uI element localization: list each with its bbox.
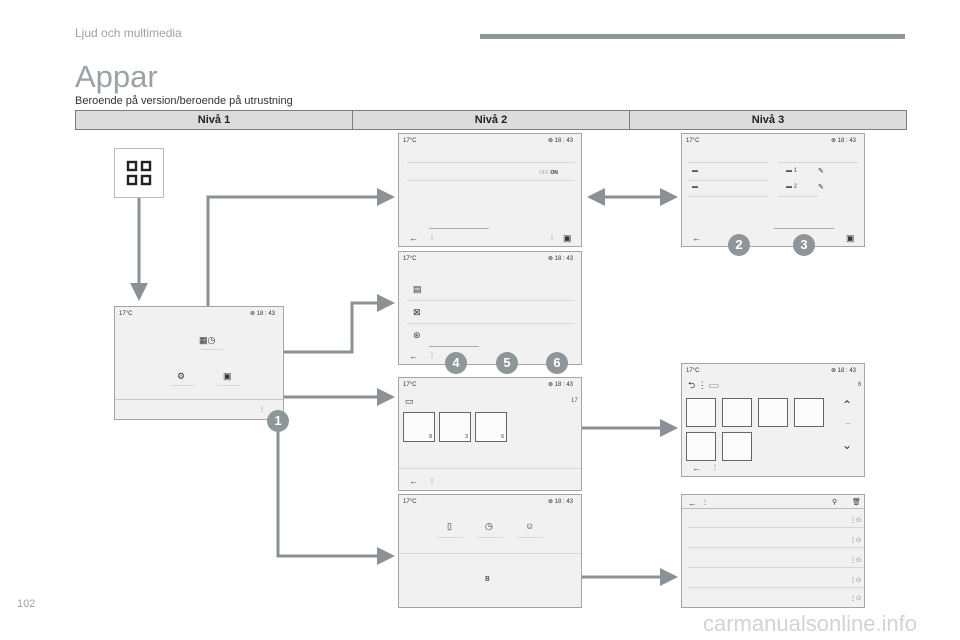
back-arrow-icon[interactable]: ← xyxy=(688,498,697,508)
settings-gear-icon[interactable]: ⚙ xyxy=(177,371,186,381)
toggle-switch[interactable]: OFF ON xyxy=(539,170,558,176)
page-subtitle: Beroende på version/beroende på utrustni… xyxy=(75,95,293,107)
save-icon[interactable]: ▣ xyxy=(846,233,855,243)
photo-tile[interactable] xyxy=(722,398,752,427)
edit-icon-1[interactable]: ✎ xyxy=(818,168,824,175)
menu-dots-icon[interactable]: ⋮ xyxy=(259,407,265,413)
callout-5: 5 xyxy=(496,352,518,374)
apps-button[interactable] xyxy=(114,148,164,198)
level2-photo-screen: 17°C⊗ 18 : 43 ▭ 17 8 3 6 ← ⋮ xyxy=(398,377,582,491)
level3-list-screen: 17°C⊗ 18 : 43 ▬ ▬ 1 ✎ ▬ ▬ 2 ✎ ← ▣ xyxy=(681,133,865,247)
document-icon[interactable]: ▤ xyxy=(413,284,422,294)
search-icon[interactable]: ⚲ xyxy=(832,499,838,506)
photo-tile[interactable] xyxy=(794,398,824,427)
device-icon[interactable]: ⋮⚇ xyxy=(850,558,862,564)
connected-apps-icon[interactable]: ◷ xyxy=(485,521,493,531)
navigation-icon[interactable]: ⊛ xyxy=(413,330,421,340)
back-arrow-icon[interactable]: ← xyxy=(692,233,701,243)
level1-screen: 17°C⊗ 18 : 43 ▦◷ ⚙ ▣ ⋮ xyxy=(114,306,284,420)
folder-icon[interactable]: ▭ xyxy=(405,396,414,406)
photo-tile[interactable]: 8 xyxy=(403,412,435,442)
clock: ⊗ 18 : 43 xyxy=(249,311,275,317)
delete-icon[interactable]: 🗑 xyxy=(852,499,861,506)
back-arrow-icon[interactable]: ← xyxy=(409,476,418,486)
callout-2: 2 xyxy=(728,234,750,256)
page-number: 102 xyxy=(17,598,36,610)
photos-icon[interactable]: ▣ xyxy=(223,371,232,381)
level-2-label: Nivå 2 xyxy=(352,111,629,129)
device-icon[interactable]: ⋮⚇ xyxy=(850,596,862,602)
back-arrow-icon[interactable]: ← xyxy=(692,463,701,473)
callout-1: 1 xyxy=(267,410,289,432)
photo-tile[interactable]: 6 xyxy=(475,412,507,442)
save-icon[interactable]: ▣ xyxy=(563,233,572,243)
page-title: Appar xyxy=(75,59,158,94)
header-bar xyxy=(480,34,905,39)
arrow-connected-apps xyxy=(206,188,395,325)
photo-tile[interactable] xyxy=(686,398,716,427)
connected-apps-icon[interactable]: ▦◷ xyxy=(199,335,216,345)
message-icon[interactable]: ⊠ xyxy=(413,307,421,317)
device-icon[interactable]: ⋮⚇ xyxy=(850,538,862,544)
user-icon[interactable]: ☺ xyxy=(525,521,535,531)
scroll-up-icon[interactable]: ⌃ xyxy=(842,398,853,412)
callout-6: 6 xyxy=(546,352,568,374)
level-1-label: Nivå 1 xyxy=(197,114,231,126)
apps-grid-icon xyxy=(126,160,152,186)
scroll-down-icon[interactable]: ⌄ xyxy=(842,438,853,452)
photo-tile[interactable]: 3 xyxy=(439,412,471,442)
device-icon[interactable]: ⋮⚇ xyxy=(850,578,862,584)
level3-folder-screen: 17°C⊗ 18 : 43 ⮌ ⋮ ▭ 6 ⌃ … ⌄ ← ⋮ xyxy=(681,363,865,477)
callout-3: 3 xyxy=(793,234,815,256)
watermark: carmanualsonline.info xyxy=(703,611,918,636)
callout-4: 4 xyxy=(445,352,467,374)
section-header: Ljud och multimedia xyxy=(75,26,182,40)
photo-tile[interactable] xyxy=(758,398,788,427)
bluetooth-icon[interactable]: ʙ xyxy=(485,573,490,583)
folder-back-icon[interactable]: ⮌ ⋮ ▭ xyxy=(688,380,719,390)
level-header-row: Nivå 1 Nivå 2 Nivå 3 xyxy=(75,110,907,130)
level-3-label: Nivå 3 xyxy=(629,111,906,129)
back-arrow-icon[interactable]: ← xyxy=(409,351,418,361)
device-icon[interactable]: ⋮⚇ xyxy=(850,518,862,524)
phone-link-icon[interactable]: ▯ xyxy=(447,521,452,531)
level3-bluetooth-list: ← ⋮ ⚲ 🗑 ⋮⚇ ⋮⚇ ⋮⚇ ⋮⚇ ⋮⚇ xyxy=(681,494,865,608)
level2-icon-list-screen: 17°C⊗ 18 : 43 ▤ ⊠ ⊛ ← ⋮ xyxy=(398,251,582,365)
level2-connect-screen: 17°C⊗ 18 : 43 ▯ ◷ ☺ ʙ xyxy=(398,494,582,608)
arrow-level1-to-bottom xyxy=(276,432,395,565)
photo-tile[interactable] xyxy=(722,432,752,461)
back-arrow-icon[interactable]: ← xyxy=(409,233,418,243)
level2-toggle-screen: 17°C⊗ 18 : 43 OFF ON ← ⋮ ⋮ ▣ xyxy=(398,133,582,247)
photo-tile[interactable] xyxy=(686,432,716,461)
edit-icon-2[interactable]: ✎ xyxy=(818,184,824,191)
